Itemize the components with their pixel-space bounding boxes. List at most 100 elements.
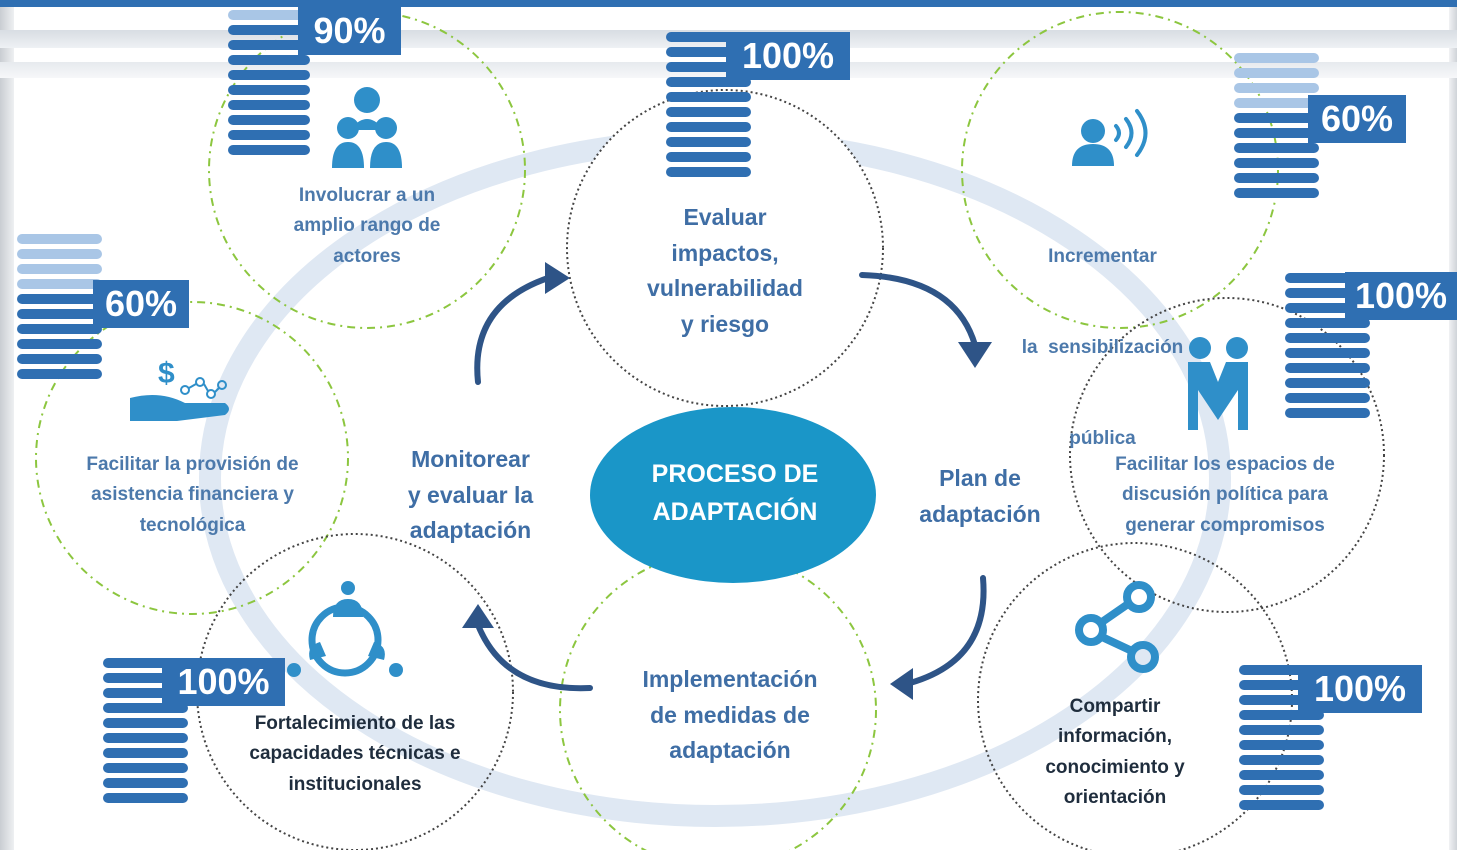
bar-segment-filled — [1285, 273, 1370, 283]
bar-segment-filled — [1239, 725, 1324, 735]
label-fortalecimiento: Fortalecimiento de las capacidades técni… — [249, 713, 461, 795]
bar-segment-empty — [17, 279, 102, 289]
bar-segment-filled — [228, 130, 310, 140]
bar-segment-empty — [1234, 68, 1319, 78]
bar-segment-filled — [228, 40, 310, 50]
bar-segment-filled — [666, 62, 751, 72]
percent-facilitar-espacios: 100% — [1345, 272, 1457, 320]
bar-stack-incrementar — [1234, 53, 1319, 203]
bar-segment-filled — [1234, 173, 1319, 183]
percent-compartir: 100% — [1298, 665, 1422, 713]
percent-involucrar: 90% — [298, 7, 401, 55]
bar-segment-filled — [1239, 770, 1324, 780]
percent-incrementar: 60% — [1308, 95, 1406, 143]
bar-segment-filled — [1234, 158, 1319, 168]
bar-segment-filled — [1285, 408, 1370, 418]
bar-segment-filled — [1285, 393, 1370, 403]
bar-stack-involucrar — [228, 10, 310, 160]
bar-segment-filled — [1285, 288, 1370, 298]
bar-segment-filled — [666, 107, 751, 117]
bar-segment-filled — [103, 793, 188, 803]
arrow-monitorear-to-evaluar — [474, 275, 551, 385]
bar-segment-filled — [17, 324, 102, 334]
bar-segment-filled — [666, 167, 751, 177]
bar-segment-filled — [1285, 333, 1370, 343]
bar-segment-filled — [666, 77, 751, 87]
arrowhead-3 — [462, 604, 494, 628]
bar-segment-filled — [1239, 695, 1324, 705]
label-involucrar: Involucrar a un amplio rango de actores — [293, 185, 441, 267]
bar-segment-filled — [1234, 113, 1319, 123]
money-hand-icon: $ — [130, 357, 229, 421]
bar-segment-filled — [228, 145, 310, 155]
label-plan: Plan de adaptación — [919, 465, 1041, 527]
bar-segment-filled — [228, 85, 310, 95]
bar-segment-filled — [1285, 303, 1370, 313]
bar-stack-facilitar-provision — [17, 234, 102, 384]
circle-incrementar — [961, 11, 1279, 329]
arrowhead-2 — [890, 668, 913, 700]
top-bar — [0, 0, 1457, 7]
right-edge-shade — [1449, 0, 1457, 850]
bar-segment-filled — [228, 70, 310, 80]
bar-segment-filled — [103, 718, 188, 728]
bar-segment-filled — [17, 309, 102, 319]
bar-segment-filled — [666, 32, 751, 42]
circle-facilitar-espacios — [1069, 297, 1385, 613]
percent-facilitar-provision: 60% — [93, 280, 189, 328]
bar-stack-facilitar-espacios — [1285, 273, 1370, 423]
center-ellipse — [590, 407, 876, 583]
bar-stack-fortalecimiento — [103, 658, 188, 808]
bar-segment-filled — [228, 115, 310, 125]
bar-stack-evaluar — [666, 32, 751, 182]
label-incrementar: Incrementar la sensibilización pública — [1021, 245, 1184, 450]
people-group-icon — [332, 87, 402, 168]
percent-evaluar: 100% — [726, 32, 850, 80]
label-implementacion: Implementación de medidas de adaptación — [642, 666, 818, 764]
bar-segment-filled — [1285, 378, 1370, 388]
bar-segment-filled — [228, 100, 310, 110]
speaker-person-icon — [1072, 119, 1114, 166]
bar-segment-filled — [228, 55, 310, 65]
left-edge-shade — [0, 0, 14, 850]
bar-segment-filled — [17, 369, 102, 379]
bar-segment-filled — [17, 339, 102, 349]
share-icon — [1075, 581, 1159, 673]
bar-segment-filled — [1234, 143, 1319, 153]
bar-segment-filled — [666, 92, 751, 102]
bar-segment-filled — [666, 137, 751, 147]
bar-segment-filled — [1285, 318, 1370, 328]
bar-segment-filled — [103, 658, 188, 668]
bar-segment-filled — [1285, 363, 1370, 373]
bar-segment-empty — [17, 249, 102, 259]
center-title-line2: ADAPTACIÓN — [652, 497, 818, 526]
bar-segment-filled — [1239, 710, 1324, 720]
bar-segment-filled — [1239, 740, 1324, 750]
bar-segment-filled — [1239, 785, 1324, 795]
bar-segment-filled — [666, 122, 751, 132]
circle-evaluar — [566, 89, 884, 407]
bar-segment-filled — [666, 152, 751, 162]
bar-segment-empty — [1234, 83, 1319, 93]
bar-segment-filled — [103, 733, 188, 743]
arrow-evaluar-to-plan — [859, 272, 978, 348]
arrow-implementacion-to-monitorear — [475, 622, 593, 692]
bar-segment-filled — [228, 25, 310, 35]
bar-segment-empty — [1234, 98, 1319, 108]
label-compartir: Compartir información, conocimiento y or… — [1045, 696, 1185, 809]
arrowhead-1 — [958, 342, 992, 368]
label-facilitar-espacios: Facilitar los espacios de discusión polí… — [1115, 454, 1335, 536]
bar-segment-filled — [103, 748, 188, 758]
bar-segment-filled — [103, 688, 188, 698]
network-people-icon — [287, 581, 403, 677]
bar-segment-filled — [1234, 128, 1319, 138]
circle-facilitar-provision — [35, 301, 349, 615]
bar-segment-filled — [103, 703, 188, 713]
svg-text:$: $ — [158, 357, 175, 390]
bar-segment-filled — [103, 763, 188, 773]
center-title: PROCESO DE ADAPTACIÓN — [610, 456, 860, 531]
bar-segment-empty — [228, 10, 310, 20]
label-monitorear: Monitorear y evaluar la adaptación — [407, 446, 534, 544]
bar-segment-filled — [103, 673, 188, 683]
